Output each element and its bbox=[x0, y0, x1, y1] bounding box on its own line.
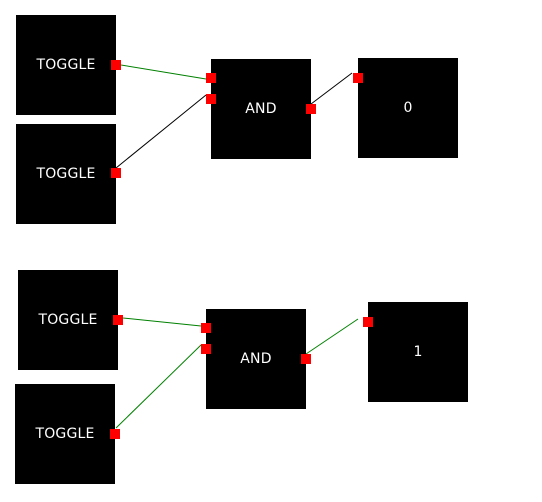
toggle-node-c1-1[interactable]: TOGGLE bbox=[16, 15, 121, 115]
and-gate-node-c1[interactable]: AND bbox=[206, 59, 316, 159]
output-value: 1 bbox=[413, 344, 423, 360]
output-value: 0 bbox=[403, 100, 413, 116]
wire-c2-toggle1-to-and-in1 bbox=[122, 317, 202, 327]
output-port[interactable] bbox=[301, 354, 311, 364]
output-port[interactable] bbox=[110, 429, 120, 439]
input-port-1[interactable] bbox=[206, 73, 216, 83]
input-port[interactable] bbox=[353, 73, 363, 83]
toggle-label: TOGGLE bbox=[36, 57, 96, 73]
gate-label: AND bbox=[240, 351, 272, 367]
output-port[interactable] bbox=[113, 315, 123, 325]
toggle-node-c2-1[interactable]: TOGGLE bbox=[18, 270, 123, 370]
wire-c2-toggle2-to-and-in2 bbox=[115, 344, 202, 429]
toggle-node-c1-2[interactable]: TOGGLE bbox=[16, 124, 121, 224]
wire-c1-toggle2-to-and-in2 bbox=[115, 94, 207, 169]
wire-c2-and-out-to-output bbox=[305, 318, 359, 355]
toggle-label: TOGGLE bbox=[38, 312, 98, 328]
wire-c1-and-out-to-output bbox=[310, 72, 353, 105]
output-port[interactable] bbox=[306, 104, 316, 114]
wire-c1-toggle1-to-and-in1 bbox=[120, 64, 207, 80]
input-port-1[interactable] bbox=[201, 323, 211, 333]
output-node-c1[interactable]: 0 bbox=[353, 58, 458, 158]
input-port-2[interactable] bbox=[201, 344, 211, 354]
input-port[interactable] bbox=[363, 317, 373, 327]
toggle-node-c2-2[interactable]: TOGGLE bbox=[15, 384, 120, 484]
gate-label: AND bbox=[245, 101, 277, 117]
input-port-2[interactable] bbox=[206, 94, 216, 104]
output-port[interactable] bbox=[111, 60, 121, 70]
output-port[interactable] bbox=[111, 168, 121, 178]
and-gate-node-c2[interactable]: AND bbox=[201, 309, 311, 409]
output-node-c2[interactable]: 1 bbox=[363, 302, 468, 402]
toggle-label: TOGGLE bbox=[35, 426, 95, 442]
toggle-label: TOGGLE bbox=[36, 166, 96, 182]
